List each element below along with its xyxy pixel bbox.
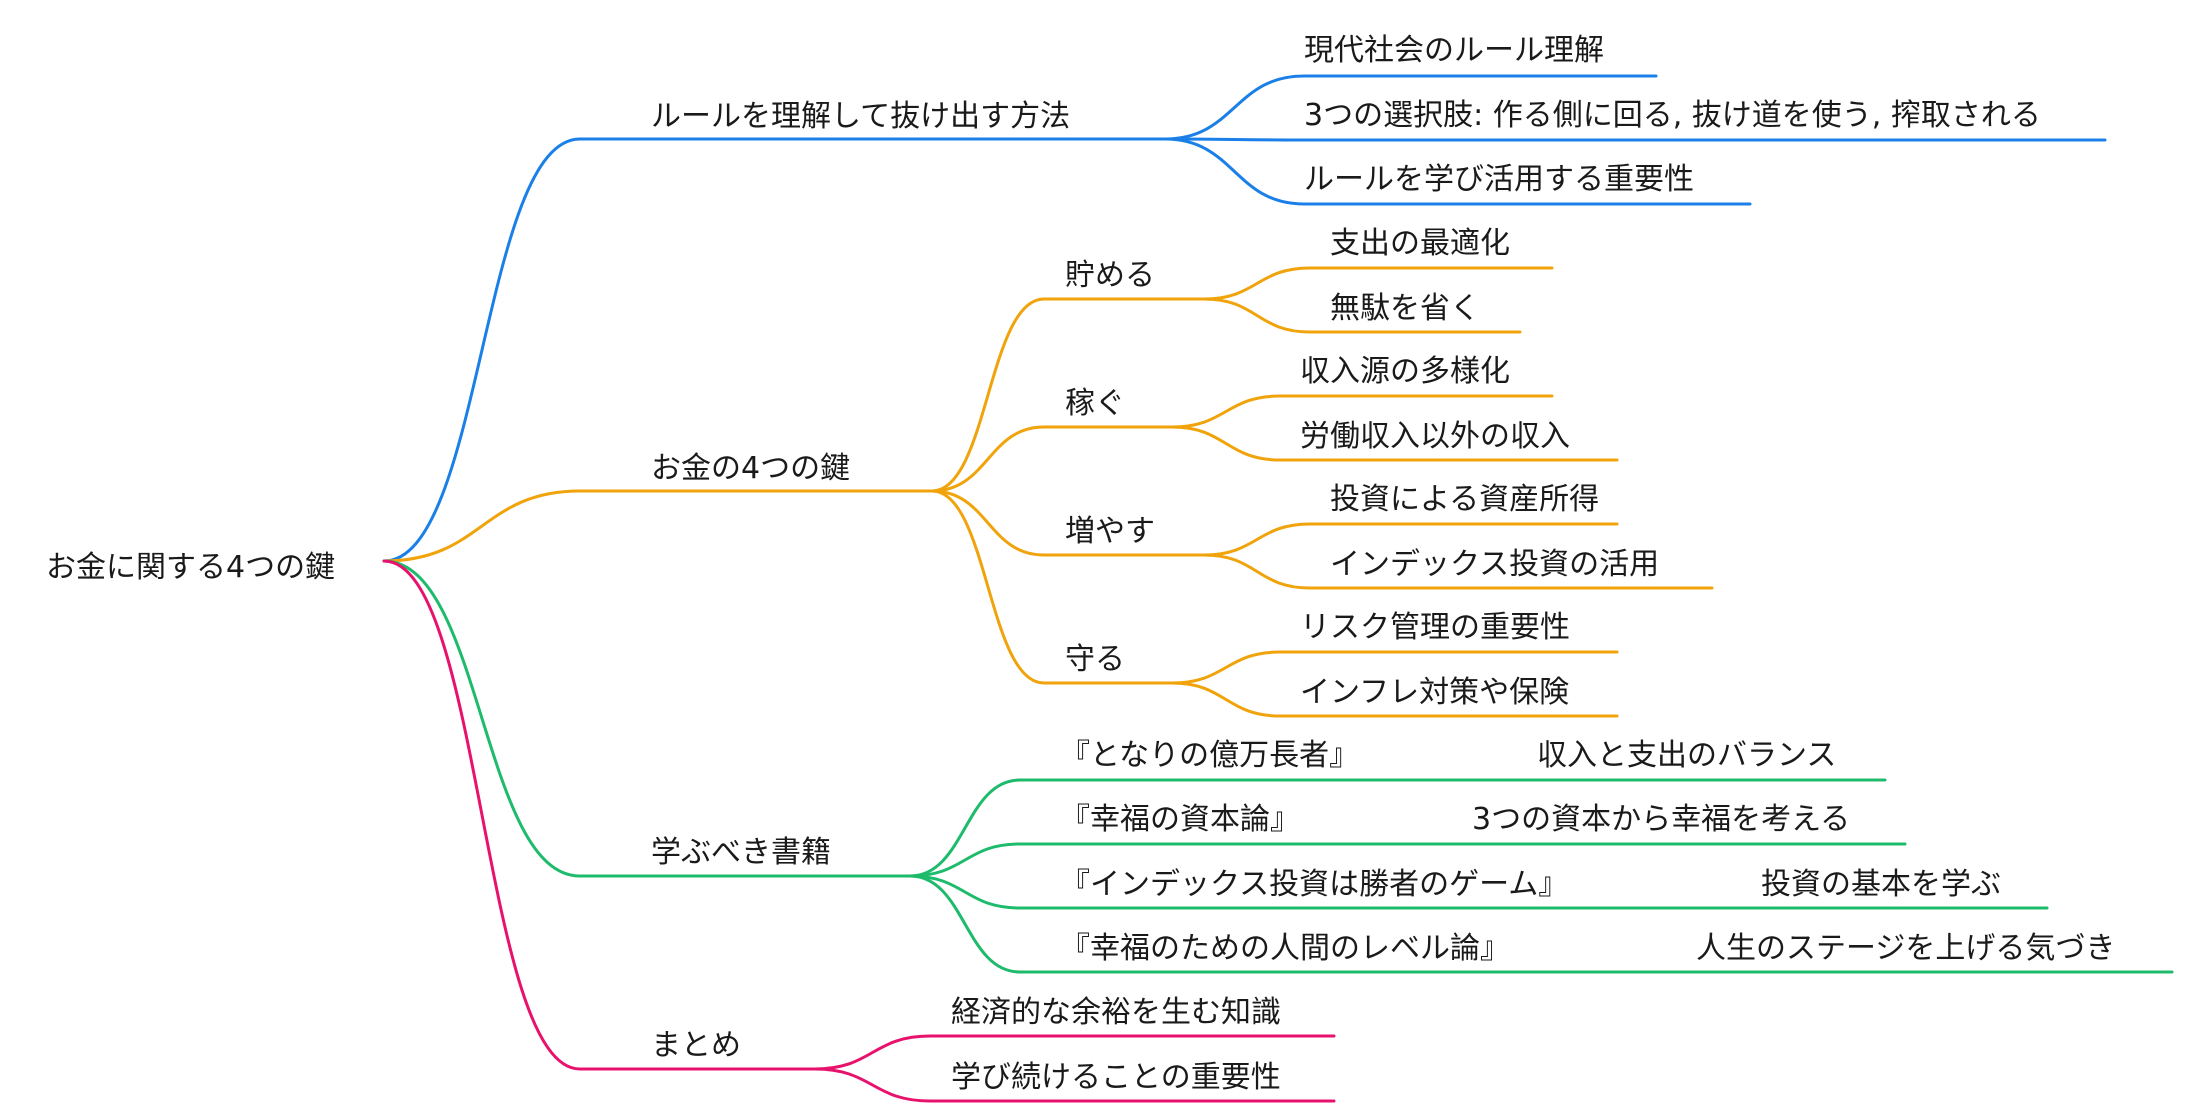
rules-item-1: 現代社会のルール理解 xyxy=(1304,33,1604,68)
edge-key-earn-item-1 xyxy=(1170,394,1554,429)
summary-item-2: 学び続けることの重要性 xyxy=(951,1060,1281,1095)
root-node: お金に関する4つの鍵 xyxy=(46,550,335,585)
edge-key-grow-item-1 xyxy=(1202,522,1619,557)
branch-rules-label: ルールを理解して抜け出す方法 xyxy=(651,99,1070,134)
key-save-item-1: 支出の最適化 xyxy=(1330,226,1510,261)
book-2-note: 3つの資本から幸福を考える xyxy=(1472,802,1850,837)
book-2-title: 『幸福の資本論』 xyxy=(1060,802,1300,837)
key-protect-item-2: インフレ対策や保険 xyxy=(1300,675,1569,710)
key-grow-item-2: インデックス投資の活用 xyxy=(1330,547,1659,582)
edge-key-save-item-1 xyxy=(1202,266,1554,301)
edge-book-1 xyxy=(908,778,1887,878)
key-grow-label: 増やす xyxy=(1065,514,1155,549)
edge-book-4 xyxy=(908,874,2174,974)
edge-summary xyxy=(382,559,817,1071)
key-protect-label: 守る xyxy=(1065,642,1125,677)
book-3-title: 『インデックス投資は勝者のゲーム』 xyxy=(1060,867,1568,902)
edge-key-grow-item-2 xyxy=(1202,553,1714,590)
edge-keys xyxy=(382,489,934,563)
edge-book-3 xyxy=(908,874,2049,910)
key-grow-item-1: 投資による資産所得 xyxy=(1330,482,1599,517)
edge-rules-item-1 xyxy=(1163,74,1658,141)
edge-rules-item-3 xyxy=(1163,137,1752,206)
edge-summary-item-1 xyxy=(813,1034,1336,1071)
book-4-title: 『幸福のための人間のレベル論』 xyxy=(1060,931,1510,966)
book-4-note: 人生のステージを上げる気づき xyxy=(1696,931,2115,966)
edge-books xyxy=(382,559,912,878)
branch-keys-label: お金の4つの鍵 xyxy=(651,451,850,486)
edge-key-save xyxy=(930,297,1206,493)
edge-key-save-item-2 xyxy=(1202,297,1522,334)
key-earn-item-1: 収入源の多様化 xyxy=(1300,354,1510,389)
branch-books-label: 学ぶべき書籍 xyxy=(651,835,831,870)
edge-key-protect-item-1 xyxy=(1170,650,1619,685)
key-save-label: 貯める xyxy=(1065,258,1155,293)
edge-key-protect-item-2 xyxy=(1170,681,1619,718)
book-1-note: 収入と支出のバランス xyxy=(1537,738,1836,773)
rules-item-2: 3つの選択肢: 作る側に回る, 抜け道を使う, 搾取される xyxy=(1304,98,2041,133)
key-save-item-2: 無駄を省く xyxy=(1330,291,1480,326)
key-protect-item-1: リスク管理の重要性 xyxy=(1300,610,1570,645)
edge-key-grow xyxy=(930,489,1206,557)
edge-rules-item-2 xyxy=(1163,137,2107,142)
edge-rules xyxy=(382,137,1167,563)
edge-summary-item-2 xyxy=(813,1067,1336,1103)
key-earn-item-2: 労働収入以外の収入 xyxy=(1300,419,1570,454)
edge-book-2 xyxy=(908,842,1907,878)
branch-summary-label: まとめ xyxy=(651,1028,741,1063)
key-earn-label: 稼ぐ xyxy=(1065,386,1125,421)
edge-key-earn xyxy=(930,425,1174,493)
edge-key-protect xyxy=(930,489,1174,685)
book-3-note: 投資の基本を学ぶ xyxy=(1761,867,2001,902)
rules-item-3: ルールを学び活用する重要性 xyxy=(1304,162,1694,197)
summary-item-1: 経済的な余裕を生む知識 xyxy=(951,995,1281,1030)
edge-key-earn-item-2 xyxy=(1170,425,1619,462)
book-1-title: 『となりの億万長者』 xyxy=(1060,738,1359,773)
